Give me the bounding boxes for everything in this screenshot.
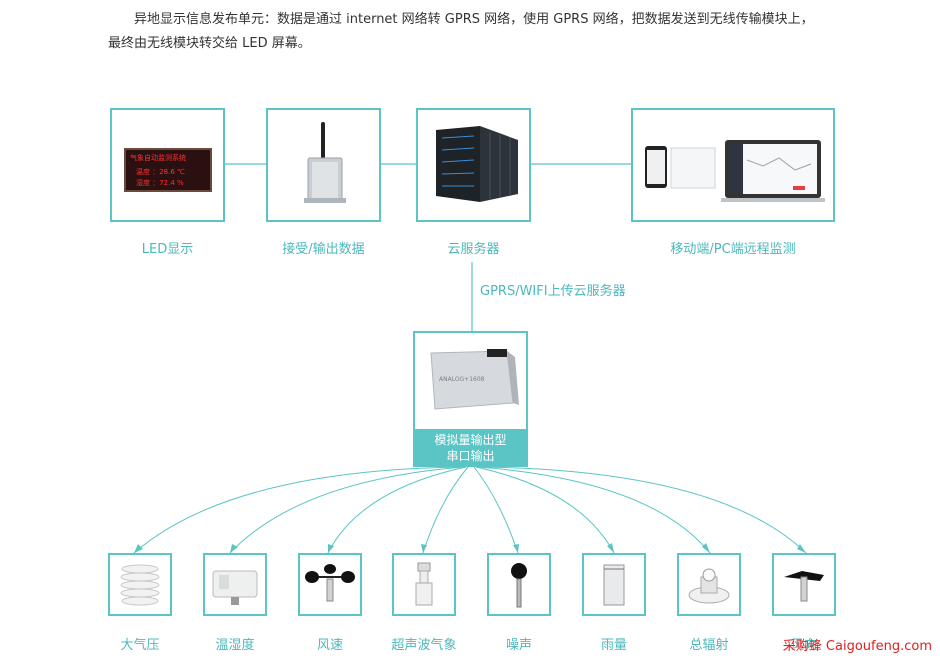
sensor-humidity-label: 温湿度: [215, 638, 255, 653]
intro-line-1: 异地显示信息发布单元：数据是通过 internet 网络转 GPRS 网络，使用…: [134, 12, 814, 27]
arrow-windspeed: [328, 544, 334, 553]
sensor-pressure-label: 大气压: [120, 638, 160, 653]
sensor-rain: [582, 553, 646, 616]
led-screen-row-2: 湿度 ：72.4 %: [136, 179, 184, 187]
arrow-noise: [513, 544, 519, 553]
wireless-module-icon: [304, 122, 346, 203]
hub-label: 模拟量输出型 串口输出: [413, 429, 528, 466]
sensor-winddir-label: 风向: [790, 638, 817, 653]
pyranometer-icon: [688, 568, 730, 604]
sensor-radiation: [677, 553, 741, 616]
noise-sensor-icon: [511, 563, 527, 608]
cloud-server-node: [416, 108, 531, 222]
sensor-windspeed: [298, 553, 362, 616]
sensor-pressure: [108, 553, 172, 616]
led-display-node: 气象自动监测系统 温度 ：28.6 ℃ 湿度 ：72.4 %: [110, 108, 225, 222]
phone-laptop-icon: [645, 140, 825, 202]
hub-device-text: ANALOG+1608: [439, 376, 485, 383]
link-hub-ultrasonic: [422, 466, 469, 554]
rain-gauge-icon: [603, 564, 625, 606]
watermark: 采购蜂 Caigoufeng.com: [782, 639, 932, 654]
hub-label-line-1: 模拟量输出型: [434, 433, 507, 447]
hub-label-line-2: 串口输出: [446, 449, 495, 463]
sensor-ultrasonic: [392, 553, 456, 616]
sensor-radiation-label: 总辐射: [689, 638, 729, 653]
wind-vane-icon: [784, 571, 824, 602]
analog-module-icon: ANALOG+1608: [430, 349, 519, 410]
arrow-radiation: [702, 543, 710, 553]
link-hub-windspeed: [327, 466, 467, 554]
sensor-rain-label: 雨量: [600, 638, 627, 653]
link-hub-winddir: [479, 466, 807, 554]
sensor-noise-label: 噪声: [505, 638, 532, 653]
sensor-winddir: [772, 553, 836, 616]
anemometer-icon: [305, 564, 355, 602]
intro-line-2: 最终由无线模块转交给 LED 屏幕。: [108, 36, 311, 51]
sensor-humidity: [203, 553, 267, 616]
link-hub-rain: [475, 466, 615, 554]
arrow-heads: [134, 543, 806, 553]
link-hub-noise: [473, 466, 519, 554]
led-screen-image: 气象自动监测系统 温度 ：28.6 ℃ 湿度 ：72.4 %: [124, 148, 212, 192]
link-hub-humidity: [229, 466, 465, 554]
louver-shield-icon: [120, 564, 160, 606]
receiver-label: 接受/输出数据: [282, 242, 365, 257]
arrow-rain: [607, 543, 614, 553]
led-display-label: LED显示: [141, 242, 194, 257]
remote-monitor-node: [631, 108, 835, 222]
sensor-ultrasonic-label: 超声波气象: [391, 638, 457, 653]
sensor-noise: [487, 553, 551, 616]
link-hub-pressure: [133, 466, 463, 554]
arrow-pressure: [134, 544, 143, 553]
ultrasonic-station-icon: [415, 562, 433, 606]
receiver-node: [266, 108, 381, 222]
arrow-winddir: [797, 544, 806, 553]
remote-monitor-label: 移动端/PC端远程监测: [670, 242, 796, 257]
wall-box-icon: [212, 570, 258, 605]
led-screen-row-1: 温度 ：28.6 ℃: [136, 168, 185, 176]
sensor-windspeed-label: 风速: [316, 638, 343, 653]
arrow-humidity: [230, 544, 238, 553]
intro-paragraph: 异地显示信息发布单元：数据是通过 internet 网络转 GPRS 网络，使用…: [108, 8, 848, 56]
arrow-ultrasonic: [421, 544, 427, 553]
gprs-link-label: GPRS/WIFI上传云服务器: [480, 284, 626, 299]
fan-out-links: [133, 466, 807, 554]
cloud-server-label: 云服务器: [447, 242, 500, 257]
link-hub-radiation: [477, 466, 711, 554]
led-screen-title: 气象自动监测系统: [130, 154, 186, 162]
server-rack-icon: [436, 126, 518, 202]
